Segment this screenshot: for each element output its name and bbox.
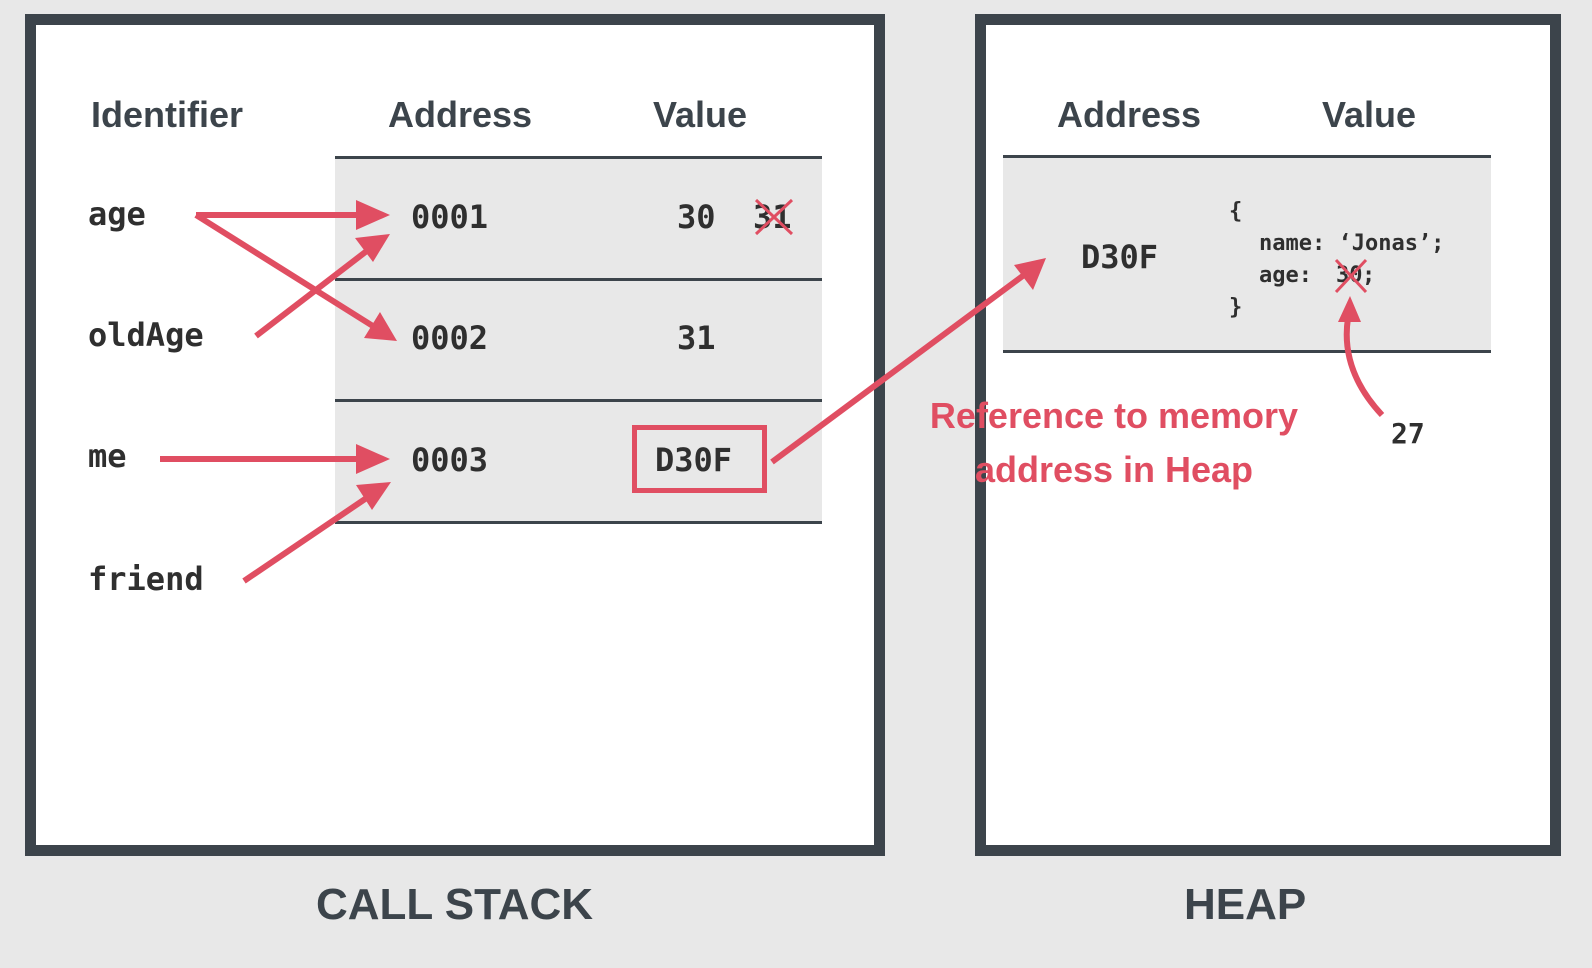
heap-new-age-value: 27: [1391, 417, 1425, 450]
stack-divider-bottom: [335, 521, 822, 524]
header-address: Address: [388, 94, 533, 135]
header-identifier: Identifier: [91, 94, 244, 135]
heap-object-open-brace: {: [1229, 199, 1243, 224]
stack-address-0001: 0001: [411, 198, 489, 236]
stack-address-0003: 0003: [411, 441, 489, 479]
header-value: Value: [653, 94, 748, 135]
stack-value-d30f: D30F: [655, 441, 733, 479]
reference-annotation-line-2: address in Heap: [974, 449, 1254, 490]
stack-row-bg-2: [335, 280, 822, 401]
heap-header-address: Address: [1057, 94, 1202, 135]
identifier-oldage: oldAge: [88, 316, 204, 354]
heap-header-value: Value: [1322, 94, 1417, 135]
call-stack-title: CALL STACK: [316, 880, 594, 929]
reference-annotation-line-1: Reference to memory: [929, 395, 1299, 436]
heap-divider-top: [1003, 155, 1491, 158]
stack-row-bg-1: [335, 159, 822, 280]
stack-value-30: 30: [677, 198, 716, 236]
reference-highlight-box: [632, 425, 767, 493]
heap-row-bg: [1003, 158, 1491, 352]
reference-annotation: Reference to memory address in Heap: [916, 389, 1312, 497]
heap-object-age-end: ;: [1362, 263, 1376, 288]
heap-title: HEAP: [1184, 880, 1307, 929]
stack-divider-1: [335, 278, 822, 281]
stack-value-31: 31: [677, 319, 716, 357]
identifier-me: me: [88, 437, 127, 475]
heap-object-age-key: age:: [1259, 263, 1312, 288]
heap-object-name-line: name: ‘Jonas’;: [1259, 231, 1445, 256]
stack-value-old-31: 31: [753, 198, 792, 236]
heap-divider-bottom: [1003, 350, 1491, 353]
heap-object-age-old: 30: [1336, 263, 1363, 288]
stack-divider-2: [335, 399, 822, 402]
stack-divider-top: [335, 156, 822, 159]
identifier-friend: friend: [88, 560, 204, 598]
stack-row-bg-3: [335, 401, 822, 524]
stack-address-0002: 0002: [411, 319, 489, 357]
heap-address-d30f: D30F: [1081, 238, 1159, 276]
identifier-age: age: [88, 195, 146, 233]
heap-object-close-brace: }: [1229, 295, 1243, 320]
